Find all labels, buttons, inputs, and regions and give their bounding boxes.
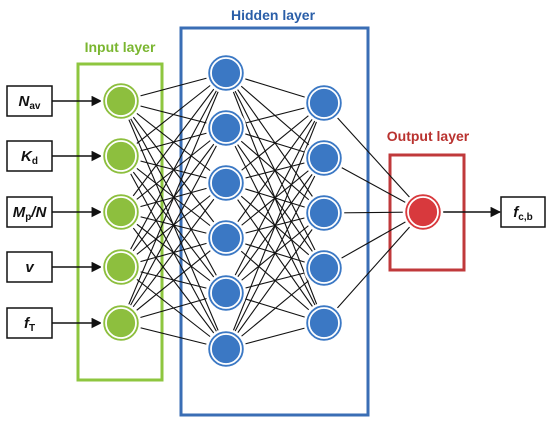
hidden-node xyxy=(205,107,247,149)
hidden-node-ring xyxy=(308,197,340,229)
hidden-node-fill xyxy=(303,247,345,289)
input-variable-label: fT xyxy=(24,315,35,334)
connection-line xyxy=(323,211,424,324)
input-variable-box: v xyxy=(6,251,53,283)
input-variable-label: Mp/N xyxy=(13,204,48,223)
input-variable-box: Kd xyxy=(6,140,53,172)
output-node xyxy=(402,191,444,233)
input-variable-box: Nav xyxy=(6,85,53,117)
hidden-node xyxy=(205,52,247,94)
input-variable-frame xyxy=(6,196,53,228)
input-node-ring xyxy=(105,307,137,339)
hidden-node-fill xyxy=(303,192,345,234)
input-variable-label: Nav xyxy=(19,93,41,112)
connection-line xyxy=(225,102,325,294)
input-variable-label: Kd xyxy=(21,148,38,167)
input-node-fill xyxy=(100,191,142,233)
output-layer-title: Output layer xyxy=(387,128,470,144)
input-node-ring xyxy=(105,196,137,228)
connection-line xyxy=(120,72,227,213)
output-variable-frame xyxy=(500,196,546,228)
input-variable-box: Mp/N xyxy=(6,196,53,228)
input-node xyxy=(100,135,142,177)
hidden-node-ring xyxy=(308,307,340,339)
input-node-fill xyxy=(100,135,142,177)
hidden-node xyxy=(205,328,247,370)
hidden-node-ring xyxy=(308,252,340,284)
hidden-node-ring xyxy=(210,222,242,254)
connection-line xyxy=(225,102,325,239)
hidden-node xyxy=(303,82,345,124)
hidden-node-fill xyxy=(303,82,345,124)
connection-line xyxy=(225,267,325,350)
hidden-node xyxy=(303,302,345,344)
connection-line xyxy=(120,237,227,324)
hidden-node xyxy=(205,217,247,259)
hidden-layer-title: Hidden layer xyxy=(231,7,316,23)
input-node xyxy=(100,191,142,233)
hidden-node-fill xyxy=(205,162,247,204)
hidden-node-fill xyxy=(303,302,345,344)
hidden-node-ring xyxy=(308,87,340,119)
hidden-node xyxy=(205,162,247,204)
input-variable-box: fT xyxy=(6,307,53,339)
hidden-node-ring xyxy=(210,167,242,199)
input-node-fill xyxy=(100,80,142,122)
connection-line xyxy=(225,157,325,350)
hidden-node-fill xyxy=(205,217,247,259)
connection-line xyxy=(225,102,325,184)
connection-line xyxy=(120,72,227,324)
input-variable-frame xyxy=(6,307,53,339)
input-variable-frame xyxy=(6,251,53,283)
hidden-node-fill xyxy=(205,52,247,94)
hidden-node-fill xyxy=(205,107,247,149)
input-node-ring xyxy=(105,140,137,172)
input-node-fill xyxy=(100,246,142,288)
hidden-node xyxy=(205,272,247,314)
input-variable-label: v xyxy=(25,259,35,276)
output-variable-box: fc,b xyxy=(500,196,546,228)
connection-line xyxy=(323,102,424,213)
hidden-node-ring xyxy=(210,112,242,144)
hidden-node-fill xyxy=(303,137,345,179)
connection-line xyxy=(120,72,227,268)
output-node-fill xyxy=(402,191,444,233)
hidden-node-fill xyxy=(205,328,247,370)
input-variable-frame xyxy=(6,85,53,117)
input-node-ring xyxy=(105,85,137,117)
input-node-fill xyxy=(100,302,142,344)
input-node xyxy=(100,80,142,122)
io-arrows xyxy=(52,95,502,329)
input-node xyxy=(100,246,142,288)
input-node xyxy=(100,302,142,344)
hidden-node-ring xyxy=(308,142,340,174)
input-variable-frame xyxy=(6,140,53,172)
hidden-layer-box xyxy=(179,26,370,417)
connection-line xyxy=(120,182,227,324)
hidden-node xyxy=(303,137,345,179)
output-variable-label: fc,b xyxy=(513,204,532,223)
connection-line xyxy=(225,102,325,350)
input-node-ring xyxy=(105,251,137,283)
connection-edges xyxy=(120,72,424,350)
hidden-node xyxy=(303,247,345,289)
hidden-node-fill xyxy=(205,272,247,314)
hidden-node-ring xyxy=(210,333,242,365)
connection-line xyxy=(120,72,227,157)
nodes-group xyxy=(100,52,444,370)
hidden-node xyxy=(303,192,345,234)
input-layer-title: Input layer xyxy=(85,39,156,55)
hidden-node-ring xyxy=(210,277,242,309)
output-node-ring xyxy=(407,196,439,228)
connection-line xyxy=(120,127,227,324)
hidden-node-ring xyxy=(210,57,242,89)
connection-line xyxy=(225,212,325,350)
